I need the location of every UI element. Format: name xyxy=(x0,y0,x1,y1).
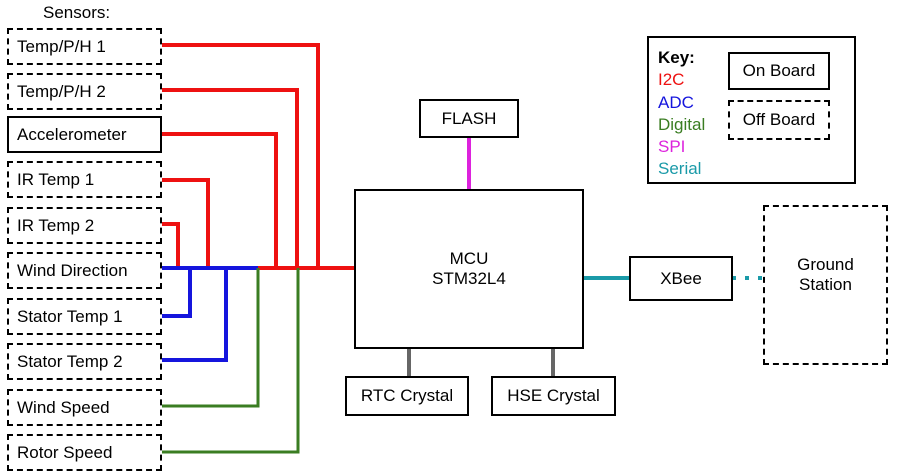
sensor-label: Wind Direction xyxy=(17,260,128,280)
i2c-wire-ir-temp-2 xyxy=(162,222,180,268)
sensor-label: Stator Temp 2 xyxy=(17,351,123,371)
sensor-wind-speed: Wind Speed xyxy=(7,389,162,426)
sensor-temp-ph-1: Temp/P/H 1 xyxy=(7,28,162,65)
sensor-label: Temp/P/H 2 xyxy=(17,81,106,101)
legend-key: Key: I2C ADC Digital SPI Serial On Board… xyxy=(647,36,856,184)
sensor-label: Temp/P/H 1 xyxy=(17,36,106,56)
ground-station-line2: Station xyxy=(799,275,852,294)
i2c-wire-ir-temp-1 xyxy=(162,178,210,268)
xbee-label: XBee xyxy=(660,268,702,288)
key-on-board-label: On Board xyxy=(742,61,816,80)
flash-chip: FLASH xyxy=(419,99,519,138)
key-on-board-sample: On Board xyxy=(728,52,830,90)
sensor-accelerometer: Accelerometer xyxy=(7,116,162,153)
sensor-temp-ph-2: Temp/P/H 2 xyxy=(7,73,162,110)
sensor-ir-temp-2: IR Temp 2 xyxy=(7,207,162,244)
sensor-ir-temp-1: IR Temp 1 xyxy=(7,161,162,198)
key-title: Key: xyxy=(658,48,695,67)
sensor-wind-direction: Wind Direction xyxy=(7,252,162,289)
key-item-spi: SPI xyxy=(658,137,686,156)
key-item-serial: Serial xyxy=(658,159,702,178)
adc-wire-stator-temp-1 xyxy=(162,268,192,318)
sensor-label: IR Temp 2 xyxy=(17,215,95,235)
sensors-title: Sensors: xyxy=(43,3,111,22)
sensor-label: Stator Temp 1 xyxy=(17,306,123,326)
key-off-board-sample: Off Board xyxy=(728,100,830,140)
key-off-board-label: Off Board xyxy=(742,110,816,129)
xbee-module: XBee xyxy=(629,256,733,301)
i2c-wire-temp-ph-2 xyxy=(162,88,299,268)
mcu-block: MCU STM32L4 xyxy=(354,189,584,349)
sensor-label: Rotor Speed xyxy=(17,442,113,462)
i2c-wire-accelerometer xyxy=(162,132,278,268)
hse-label: HSE Crystal xyxy=(507,386,600,405)
mcu-title: MCU xyxy=(449,249,489,268)
sensor-label: IR Temp 1 xyxy=(17,169,95,189)
key-item-i2c: I2C xyxy=(658,70,685,89)
sensor-label: Accelerometer xyxy=(17,124,127,144)
hse-crystal: HSE Crystal xyxy=(491,376,616,416)
sensor-rotor-speed: Rotor Speed xyxy=(7,434,162,471)
rtc-crystal: RTC Crystal xyxy=(345,376,469,416)
digital-wire-rotor-speed xyxy=(162,268,300,454)
key-item-adc: ADC xyxy=(658,93,694,112)
i2c-wire-temp-ph-1 xyxy=(162,43,320,268)
i2c-bus xyxy=(162,43,355,270)
flash-label: FLASH xyxy=(441,108,497,128)
sensor-stator-temp-1: Stator Temp 1 xyxy=(7,298,162,335)
adc-bus xyxy=(162,266,258,362)
digital-wire-wind-speed xyxy=(162,268,260,408)
adc-wire-stator-temp-2 xyxy=(162,268,228,362)
digital-bus xyxy=(162,268,300,454)
mcu-model: STM32L4 xyxy=(432,269,506,288)
ground-station: Ground Station xyxy=(763,205,888,365)
rtc-label: RTC Crystal xyxy=(360,386,454,405)
sensor-stator-temp-2: Stator Temp 2 xyxy=(7,343,162,380)
sensor-label: Wind Speed xyxy=(17,397,110,417)
ground-station-line1: Ground xyxy=(797,255,854,274)
key-item-digital: Digital xyxy=(658,115,706,134)
